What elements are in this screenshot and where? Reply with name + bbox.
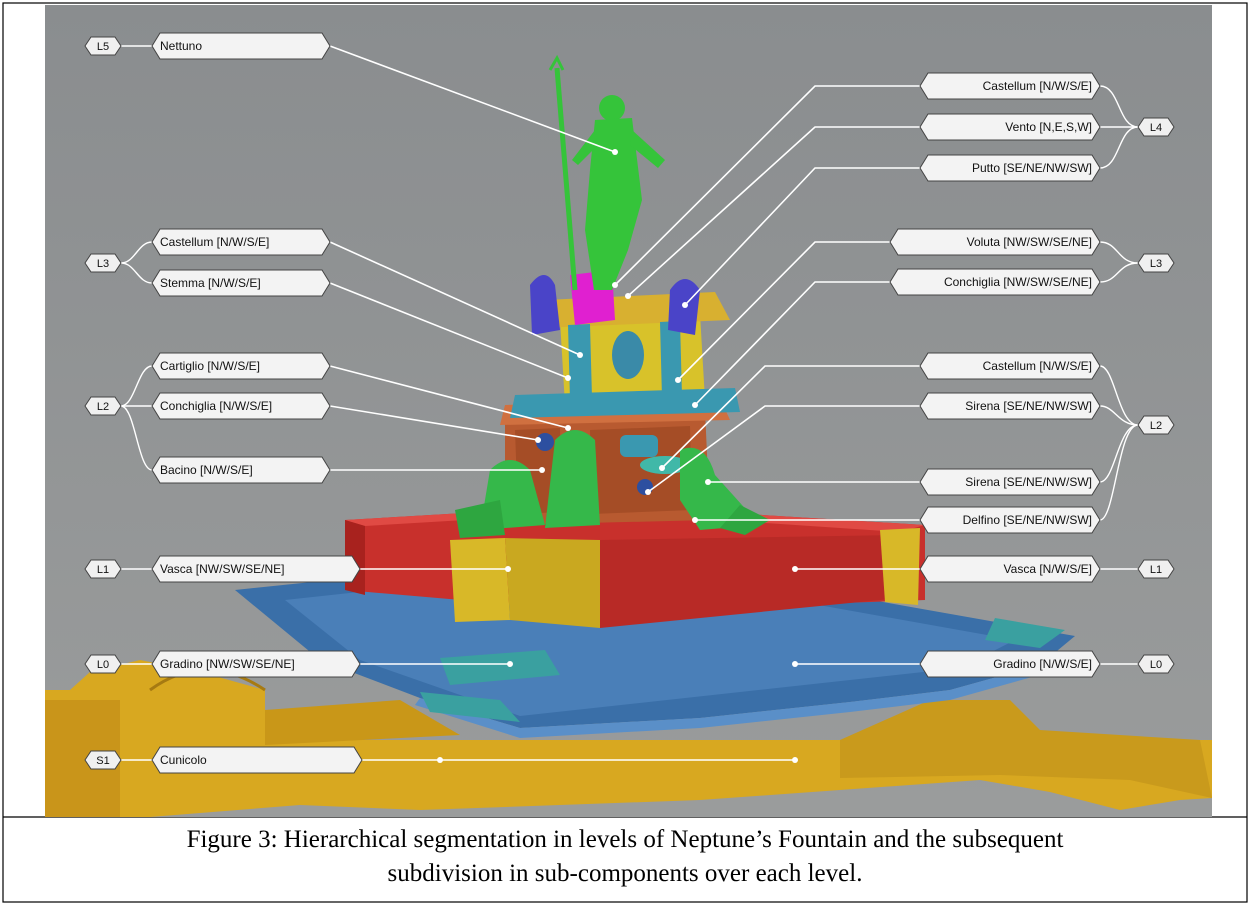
svg-text:Gradino [N/W/S/E]: Gradino [N/W/S/E] xyxy=(993,657,1092,671)
svg-text:L3: L3 xyxy=(1150,258,1162,270)
svg-text:Voluta [NW/SW/SE/NE]: Voluta [NW/SW/SE/NE] xyxy=(967,235,1092,249)
leader-dots xyxy=(437,149,798,763)
left-level-tag-l0: L0 xyxy=(84,654,122,674)
svg-text:Bacino [N/W/S/E]: Bacino [N/W/S/E] xyxy=(160,463,253,477)
left-level-connectors xyxy=(120,45,153,761)
caption-line-1: Figure 3: Hierarchical segmentation in l… xyxy=(186,826,1064,853)
svg-text:L1: L1 xyxy=(97,564,109,576)
right-label-l2-castellum: Castellum [N/W/S/E] xyxy=(919,352,1101,380)
left-level-tag-l2: L2 xyxy=(84,396,122,416)
right-label-l1-vasca: Vasca [N/W/S/E] xyxy=(919,555,1101,583)
svg-text:Cartiglio [N/W/S/E]: Cartiglio [N/W/S/E] xyxy=(160,359,260,373)
left-label-l1-vasca: Vasca [NW/SW/SE/NE] xyxy=(151,555,361,583)
left-label-l2-bacino: Bacino [N/W/S/E] xyxy=(151,456,331,484)
svg-text:L0: L0 xyxy=(97,659,109,671)
svg-text:Sirena [SE/NE/NW/SW]: Sirena [SE/NE/NW/SW] xyxy=(965,475,1092,489)
left-level-tag-l3: L3 xyxy=(84,253,122,273)
svg-text:L2: L2 xyxy=(97,401,109,413)
svg-text:Cunicolo: Cunicolo xyxy=(160,753,207,767)
right-level-tag-l4: L4 xyxy=(1137,117,1175,137)
left-label-l5-nettuno: Nettuno xyxy=(151,32,331,60)
svg-text:L0: L0 xyxy=(1150,659,1162,671)
svg-text:Stemma [N/W/S/E]: Stemma [N/W/S/E] xyxy=(160,276,261,290)
svg-text:Vasca [NW/SW/SE/NE]: Vasca [NW/SW/SE/NE] xyxy=(160,562,284,576)
left-label-l0-gradino: Gradino [NW/SW/SE/NE] xyxy=(151,650,361,678)
svg-text:Vento [N,E,S,W]: Vento [N,E,S,W] xyxy=(1005,120,1092,134)
svg-text:Gradino [NW/SW/SE/NE]: Gradino [NW/SW/SE/NE] xyxy=(160,657,295,671)
figure-caption: Figure 3: Hierarchical segmentation in l… xyxy=(0,823,1250,891)
right-level-tag-l3: L3 xyxy=(1137,253,1175,273)
leader-lines xyxy=(329,45,920,761)
svg-text:S1: S1 xyxy=(96,755,109,767)
svg-text:Castellum [N/W/S/E]: Castellum [N/W/S/E] xyxy=(983,359,1092,373)
left-level-tag-l1: L1 xyxy=(84,559,122,579)
svg-text:Nettuno: Nettuno xyxy=(160,39,202,53)
right-label-l3-voluta: Voluta [NW/SW/SE/NE] xyxy=(889,228,1101,256)
svg-text:L5: L5 xyxy=(97,41,109,53)
right-label-l4-castellum: Castellum [N/W/S/E] xyxy=(919,72,1101,100)
right-label-l3-conchiglia: Conchiglia [NW/SW/SE/NE] xyxy=(889,268,1101,296)
nettuno-segment xyxy=(548,54,665,291)
vasca-segment xyxy=(345,505,925,628)
left-label-s1-cunicolo: Cunicolo xyxy=(151,746,363,774)
left-label-l2-conchiglia: Conchiglia [N/W/S/E] xyxy=(151,392,331,420)
svg-text:L3: L3 xyxy=(97,258,109,270)
svg-text:L1: L1 xyxy=(1150,564,1162,576)
cunicolo-segment xyxy=(45,660,1212,817)
right-level-tag-l0: L0 xyxy=(1137,654,1175,674)
left-label-l3-castellum: Castellum [N/W/S/E] xyxy=(151,228,331,256)
svg-text:Sirena [SE/NE/NW/SW]: Sirena [SE/NE/NW/SW] xyxy=(965,399,1092,413)
left-label-l3-stemma: Stemma [N/W/S/E] xyxy=(151,269,331,297)
svg-text:Putto [SE/NE/NW/SW]: Putto [SE/NE/NW/SW] xyxy=(972,161,1092,175)
right-label-l2-sirena-1: Sirena [SE/NE/NW/SW] xyxy=(919,392,1101,420)
right-label-l2-delfino: Delfino [SE/NE/NW/SW] xyxy=(919,506,1101,534)
right-level-tag-l2: L2 xyxy=(1137,415,1175,435)
svg-text:Castellum [N/W/S/E]: Castellum [N/W/S/E] xyxy=(983,79,1092,93)
svg-text:Castellum [N/W/S/E]: Castellum [N/W/S/E] xyxy=(160,235,269,249)
left-label-l2-cartiglio: Cartiglio [N/W/S/E] xyxy=(151,352,331,380)
right-label-l2-sirena-2: Sirena [SE/NE/NW/SW] xyxy=(919,468,1101,496)
svg-text:L2: L2 xyxy=(1150,420,1162,432)
right-label-l4-vento: Vento [N,E,S,W] xyxy=(919,113,1101,141)
caption-line-2: subdivision in sub-components over each … xyxy=(387,860,863,887)
left-level-tag-l5: L5 xyxy=(84,36,122,56)
right-label-l0-gradino: Gradino [N/W/S/E] xyxy=(919,650,1101,678)
left-level-tag-s1: S1 xyxy=(84,750,122,770)
sirena-delfino-segment xyxy=(455,430,770,538)
svg-text:Conchiglia [NW/SW/SE/NE]: Conchiglia [NW/SW/SE/NE] xyxy=(944,275,1092,289)
svg-text:Delfino [SE/NE/NW/SW]: Delfino [SE/NE/NW/SW] xyxy=(963,513,1092,527)
right-level-connectors xyxy=(1099,85,1139,665)
right-level-tag-l1: L1 xyxy=(1137,559,1175,579)
svg-text:Vasca [N/W/S/E]: Vasca [N/W/S/E] xyxy=(1004,562,1092,576)
svg-text:Conchiglia [N/W/S/E]: Conchiglia [N/W/S/E] xyxy=(160,399,272,413)
svg-text:L4: L4 xyxy=(1150,122,1162,134)
right-label-l4-putto: Putto [SE/NE/NW/SW] xyxy=(919,154,1101,182)
